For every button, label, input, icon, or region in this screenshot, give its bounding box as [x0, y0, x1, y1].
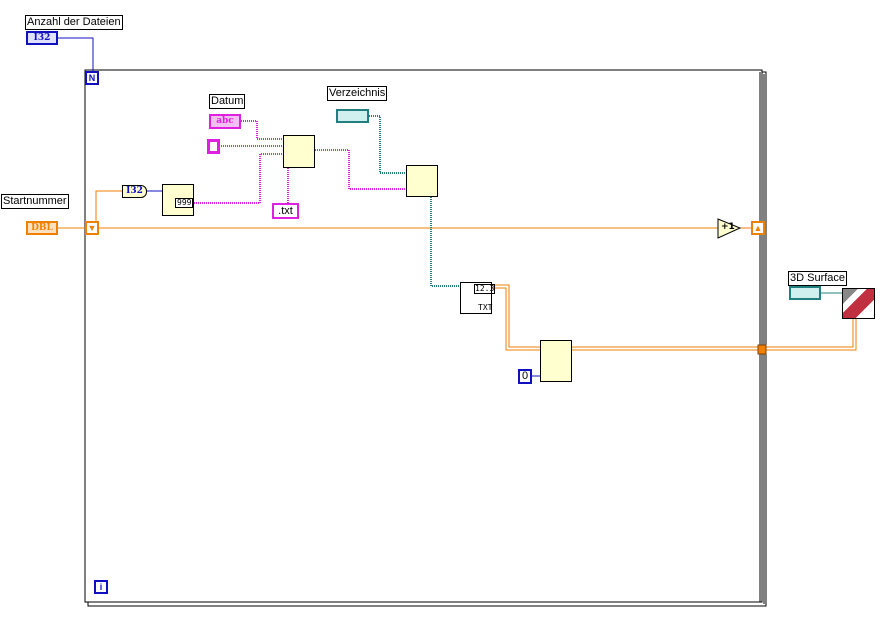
format-label: 999: [175, 198, 194, 208]
label-startnummer: Startnummer: [1, 194, 69, 209]
loop-count-terminal: N: [85, 71, 99, 85]
increment-node: [717, 218, 742, 239]
wire-count: [58, 37, 94, 72]
label-anzahl: Anzahl der Dateien: [25, 15, 123, 30]
label-3d-surface: 3D Surface: [788, 271, 848, 286]
array-tunnel: [757, 344, 767, 355]
startnummer-control[interactable]: DBL: [26, 221, 58, 235]
number-to-string-node: 999: [162, 184, 194, 216]
build-path-node: [406, 165, 438, 197]
array-subset-node: [540, 340, 572, 382]
datum-control[interactable]: abc: [209, 114, 241, 129]
read-txt: TXT: [478, 303, 493, 312]
label-verzeichnis: Verzeichnis: [327, 86, 388, 101]
verzeichnis-control[interactable]: [336, 109, 369, 123]
anzahl-control[interactable]: I32: [26, 31, 58, 45]
loop-index-terminal: i: [94, 580, 108, 594]
for-loop-frame: [84, 69, 763, 603]
shift-register-right: ▲: [751, 221, 765, 235]
label-datum: Datum: [209, 94, 246, 109]
read-format: 12.3: [474, 284, 496, 294]
zero-constant[interactable]: 0: [518, 369, 532, 384]
for-loop-shadow: [87, 71, 767, 607]
underscore-constant[interactable]: [207, 139, 220, 154]
to-i32-node: I32: [122, 185, 147, 198]
read-spreadsheet-node: 12.3 TXT: [460, 282, 496, 314]
shift-register-left: ▼: [85, 221, 99, 235]
increment-label: +1: [721, 222, 735, 232]
txt-constant[interactable]: .txt: [272, 203, 299, 219]
concatenate-strings-node: [283, 135, 315, 168]
surface-refnum[interactable]: [789, 286, 821, 300]
3d-surface-graph-icon: [842, 288, 875, 319]
